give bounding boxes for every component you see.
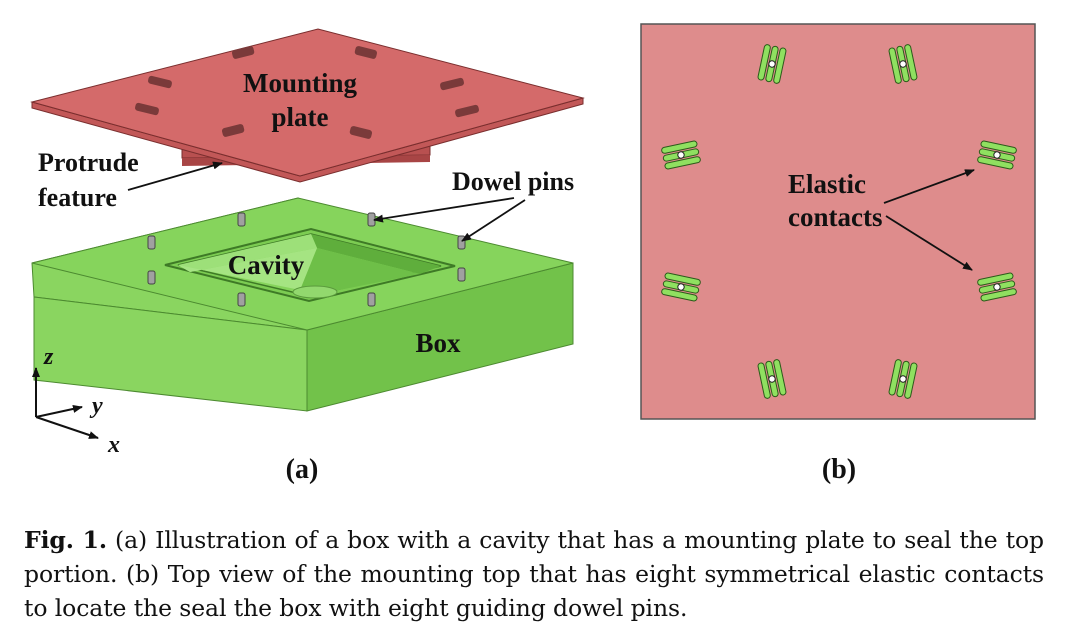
elastic-label-2: contacts (788, 202, 882, 232)
axis-triad (32, 367, 99, 439)
contact-left-upper (661, 140, 701, 170)
mounting-plate-3d (30, 28, 585, 183)
contact-bottom-left (757, 359, 787, 399)
contact-top-left (757, 44, 787, 84)
top-view-plate (640, 23, 1036, 420)
figure-caption: Fig. 1. (a) Illustration of a box with a… (24, 523, 1044, 625)
contact-right-upper (977, 140, 1017, 170)
dowel-arrow-2 (461, 199, 526, 242)
figure-number: Fig. 1. (24, 526, 107, 554)
dowel-arrow-1 (373, 197, 515, 223)
mounting-plate-label-1: Mounting (243, 68, 358, 98)
figure: Mounting plate Protrude feature Dowel pi… (30, 23, 1036, 485)
elastic-label-1: Elastic (788, 169, 866, 199)
elastic-arrow-2 (885, 215, 973, 271)
panel-b-label: (b) (822, 454, 856, 485)
protrude-arrow (127, 161, 223, 191)
protrude-label-2: feature (38, 183, 117, 212)
panel-b: Elastic contacts (b) (640, 23, 1036, 485)
dowel-pins (147, 212, 466, 307)
box-3d (31, 197, 574, 412)
caption-text: (a) Illustration of a box with a cavity … (24, 526, 1044, 622)
cavity-label: Cavity (228, 250, 305, 280)
contact-left-lower (661, 272, 701, 302)
contact-right-lower (977, 272, 1017, 302)
elastic-arrow-1 (883, 169, 975, 204)
axis-y-label: y (89, 393, 103, 419)
axis-z-label: z (43, 344, 54, 370)
elastic-contacts (661, 44, 1017, 399)
protrude-label-1: Protrude (38, 148, 139, 177)
axis-x-label: x (107, 432, 120, 458)
dowel-pins-label: Dowel pins (452, 167, 574, 196)
panel-a-label: (a) (286, 454, 319, 485)
contact-top-right (888, 44, 918, 84)
box-label: Box (415, 328, 461, 358)
contact-bottom-right (888, 359, 918, 399)
plate-contacts (135, 46, 479, 139)
mounting-plate-label-2: plate (272, 102, 329, 132)
panel-a: Mounting plate Protrude feature Dowel pi… (30, 28, 585, 485)
